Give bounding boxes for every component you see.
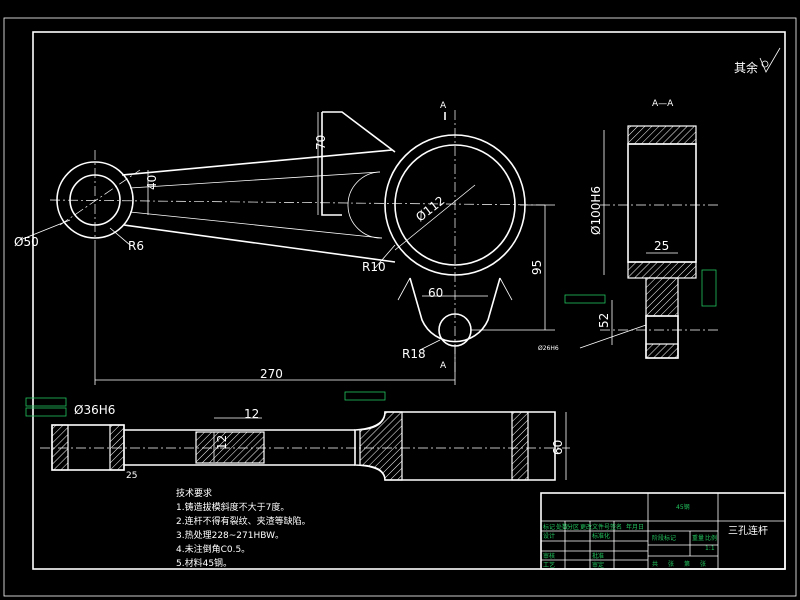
note-line-1: 1.铸造拔模斜度不大于7度。 xyxy=(176,501,289,513)
dim-r6: R6 xyxy=(128,239,144,253)
section-view: A—A Ø100H6 25 52 Ø26H6 xyxy=(538,99,720,359)
dim-h95: 95 xyxy=(530,260,544,275)
bottom-label-2: 张 xyxy=(668,560,674,568)
corner-note-text: 其余 xyxy=(734,60,758,75)
dim-r18: R18 xyxy=(402,347,426,361)
dim-d36: Ø36H6 xyxy=(74,403,115,417)
bottom-middle-section xyxy=(195,431,265,464)
notes-title: 技术要求 xyxy=(176,487,212,499)
mid-label-3: 审定 xyxy=(592,561,604,569)
dim-h12: 12 xyxy=(215,435,229,450)
rib xyxy=(321,111,396,216)
note-line-3: 3.热处理228~271HBW。 xyxy=(176,529,284,541)
rod-inner-upper xyxy=(129,171,381,189)
scale-value: 1:1 xyxy=(705,545,715,552)
note-line-2: 2.连杆不得有裂纹、夹渣等缺陷。 xyxy=(176,515,311,527)
dim-d26: Ø26H6 xyxy=(538,345,559,352)
outer-border xyxy=(3,17,797,597)
dim-d112: Ø112 xyxy=(413,193,447,224)
dim-h70: 70 xyxy=(314,135,328,150)
dim-w60: 60 xyxy=(428,286,443,300)
note-line-4: 4.未注倒角C0.5。 xyxy=(176,543,250,555)
bottom-label-1: 共 xyxy=(652,560,658,568)
section-top-flange xyxy=(627,125,697,145)
dim-w25-section: 25 xyxy=(654,239,669,253)
dim-d100: Ø100H6 xyxy=(589,186,603,235)
bottom-label-4: 张 xyxy=(700,560,706,568)
bottom-rod xyxy=(124,429,355,466)
row-label-process: 工艺 xyxy=(543,561,555,569)
rod-inner-lower xyxy=(129,211,383,239)
mid-label-1: 标准化 xyxy=(592,532,610,540)
lug-outline xyxy=(409,277,501,343)
row-label-design: 设计 xyxy=(543,532,555,540)
mid-label-2: 批准 xyxy=(592,552,604,560)
header-cell-2: 处数 xyxy=(556,523,568,531)
section-bottom-flange xyxy=(627,261,697,279)
surface-finish-note: 其余 xyxy=(734,47,781,75)
header-cell-4: 更改文件号 xyxy=(580,523,610,531)
section-mark-bottom: A xyxy=(440,361,447,371)
dim-w12: 12 xyxy=(244,407,259,421)
header-cell-6: 年月日 xyxy=(626,523,644,531)
right-label-2: 重量 xyxy=(692,534,704,542)
big-end-bore xyxy=(394,144,516,266)
dim-w25-bottom: 25 xyxy=(126,471,137,481)
right-label-3: 比例 xyxy=(705,534,717,542)
dim-r10: R10 xyxy=(362,260,386,274)
drawing-frame xyxy=(32,31,786,570)
technical-notes: 技术要求 1.铸造拔模斜度不大于7度。 2.连杆不得有裂纹、夹渣等缺陷。 3.热… xyxy=(176,487,311,569)
material-text: 45钢 xyxy=(676,503,690,511)
header-cell-1: 标记 xyxy=(543,523,555,531)
dim-h40: 40 xyxy=(145,175,159,190)
main-view: A A Ø50 R6 40 70 Ø112 R10 60 95 R18 270 xyxy=(14,101,555,385)
header-cell-5: 签名 xyxy=(610,523,622,531)
dim-d50: Ø50 xyxy=(14,235,39,249)
rod-upper-edge xyxy=(121,149,393,176)
title-block: 45钢 三孔连杆 1:1 标记 处数 分区 更改文件号 签名 年月日 设计 审核… xyxy=(540,492,786,570)
row-label-review: 审核 xyxy=(543,552,555,560)
dim-l270: 270 xyxy=(260,367,283,381)
header-cell-3: 分区 xyxy=(567,523,579,531)
section-mark-top: A xyxy=(440,101,447,111)
bottom-label-3: 第 xyxy=(684,560,690,568)
note-line-5: 5.材料45钢。 xyxy=(176,557,232,569)
dim-h52: 52 xyxy=(597,313,611,328)
drawing-name: 三孔连杆 xyxy=(728,524,768,537)
rod-lower-edge xyxy=(123,224,396,263)
dim-h60: 60 xyxy=(551,440,565,455)
right-label-1: 阶段标记 xyxy=(652,534,676,542)
bottom-view: 12 12 Ø36H6 25 60 xyxy=(25,391,570,481)
section-view-title: A—A xyxy=(652,99,674,109)
section-stem xyxy=(645,277,679,317)
